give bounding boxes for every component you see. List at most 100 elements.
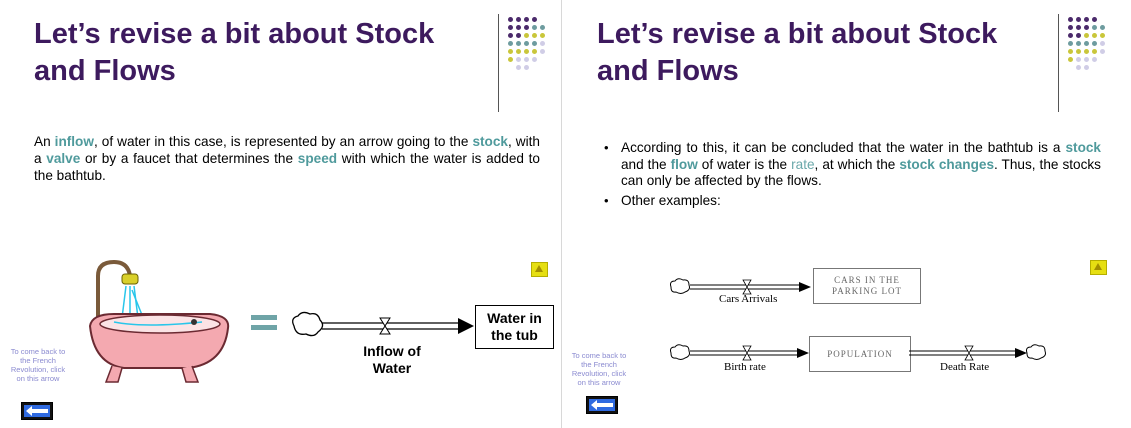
back-note: To come back to the French Revolution, c… [10, 347, 66, 383]
decorative-dot [1084, 65, 1089, 70]
slide-2-title: Let’s revise a bit about Stock and Flows [597, 16, 1067, 90]
keyword-stock: stock [472, 134, 508, 149]
valve-icon [964, 345, 974, 361]
decorative-dot [524, 33, 529, 38]
decorative-dot [1068, 25, 1073, 30]
decorative-dot [1092, 49, 1097, 54]
slide-2: Let’s revise a bit about Stock and Flows… [563, 0, 1131, 428]
decorative-dot [1068, 49, 1073, 54]
cloud-source-icon [292, 311, 324, 337]
slide-1-title: Let’s revise a bit about Stock and Flows [34, 16, 504, 90]
decorative-dot [1084, 25, 1089, 30]
decorative-dot [1076, 17, 1081, 22]
cloud-sink-icon [1026, 344, 1046, 360]
back-arrow-icon [26, 406, 48, 416]
decorative-dot [540, 33, 545, 38]
decorative-dot [516, 57, 521, 62]
decorative-dot [1084, 57, 1089, 62]
home-icon[interactable] [1090, 260, 1107, 275]
decorative-dot [1068, 33, 1073, 38]
slide-2-bullets: According to this, it can be concluded t… [601, 140, 1101, 212]
decorative-dot [524, 41, 529, 46]
birth-flow-diagram [670, 344, 809, 361]
decorative-dot [508, 25, 513, 30]
birth-rate-label: Birth rate [724, 361, 766, 373]
decorative-dot [1084, 33, 1089, 38]
decorative-dot [516, 17, 521, 22]
decorative-dot [524, 17, 529, 22]
slide-divider [561, 0, 562, 428]
decorative-dot [516, 41, 521, 46]
decorative-dot [1092, 41, 1097, 46]
decorative-dot [508, 41, 513, 46]
decorative-dot [1068, 17, 1073, 22]
keyword-speed: speed [297, 151, 338, 166]
decorative-dot [1092, 57, 1097, 62]
decorative-dot [524, 65, 529, 70]
cars-flow-label: Cars Arrivals [719, 293, 778, 305]
slide-1-title-line1: Let’s revise a bit about Stock [34, 18, 435, 50]
keyword-inflow: inflow [54, 134, 94, 149]
decorative-dot [532, 25, 537, 30]
decorative-dot [1068, 57, 1073, 62]
decorative-dot [516, 33, 521, 38]
stock-box-cars: CARS IN THE PARKING LOT [813, 268, 921, 304]
slide-2-title-line2: and Flows [597, 55, 739, 87]
decorative-dot [540, 49, 545, 54]
decorative-dot [1100, 41, 1105, 46]
decorative-dot [1076, 41, 1081, 46]
decorative-dot [508, 49, 513, 54]
decorative-dot [524, 49, 529, 54]
decorative-dot [532, 57, 537, 62]
keyword-stock: stock [1065, 140, 1101, 155]
decorative-dot [1076, 57, 1081, 62]
decorative-dot [524, 25, 529, 30]
back-arrow-button[interactable] [21, 402, 53, 420]
decorative-dot [1092, 17, 1097, 22]
decorative-dot [1092, 33, 1097, 38]
decorative-dot [1100, 33, 1105, 38]
slide-1-paragraph: An inflow, of water in this case, is rep… [34, 134, 540, 183]
decorative-dot [524, 57, 529, 62]
decorative-dot [1076, 33, 1081, 38]
slide-2-title-line1: Let’s revise a bit about Stock [597, 18, 998, 50]
cloud-source-icon [670, 278, 690, 294]
decorative-dot [532, 49, 537, 54]
slide-1: Let’s revise a bit about Stock and Flows… [0, 0, 562, 428]
decorative-dot [1076, 25, 1081, 30]
stock-box-water: Water in the tub [475, 305, 554, 349]
decorative-dot [540, 25, 545, 30]
decorative-dot [1084, 41, 1089, 46]
inflow-label: Inflow of Water [363, 343, 421, 376]
cars-flow-diagram [670, 278, 811, 295]
decorative-dot [516, 25, 521, 30]
death-rate-label: Death Rate [940, 361, 990, 373]
decorative-dot [540, 41, 545, 46]
decorative-dot [532, 17, 537, 22]
equals-sign [251, 313, 277, 333]
inflow-diagram [292, 311, 474, 337]
keyword-valve: valve [46, 151, 81, 166]
valve-icon [379, 317, 391, 335]
decorative-dot [508, 57, 513, 62]
valve-icon [742, 279, 752, 295]
title-divider [498, 14, 499, 112]
bullet-item: Other examples: [601, 193, 1101, 210]
keyword-stock-changes: stock changes [899, 156, 995, 172]
decorative-dot [1068, 41, 1073, 46]
back-arrow-icon [591, 400, 613, 410]
keyword-flow: flow [670, 156, 698, 172]
bathtub-icon [88, 259, 230, 383]
title-divider [1058, 14, 1059, 112]
decorative-dot [1084, 49, 1089, 54]
decorative-dot [532, 41, 537, 46]
decorative-dot [516, 65, 521, 70]
back-arrow-button[interactable] [586, 396, 618, 414]
decorative-dot [508, 33, 513, 38]
decorative-dot [516, 49, 521, 54]
decorative-dot [532, 33, 537, 38]
cloud-source-icon [670, 344, 690, 360]
decorative-dot [1100, 49, 1105, 54]
slide-1-title-line2: and Flows [34, 55, 176, 87]
home-icon[interactable] [531, 262, 548, 277]
